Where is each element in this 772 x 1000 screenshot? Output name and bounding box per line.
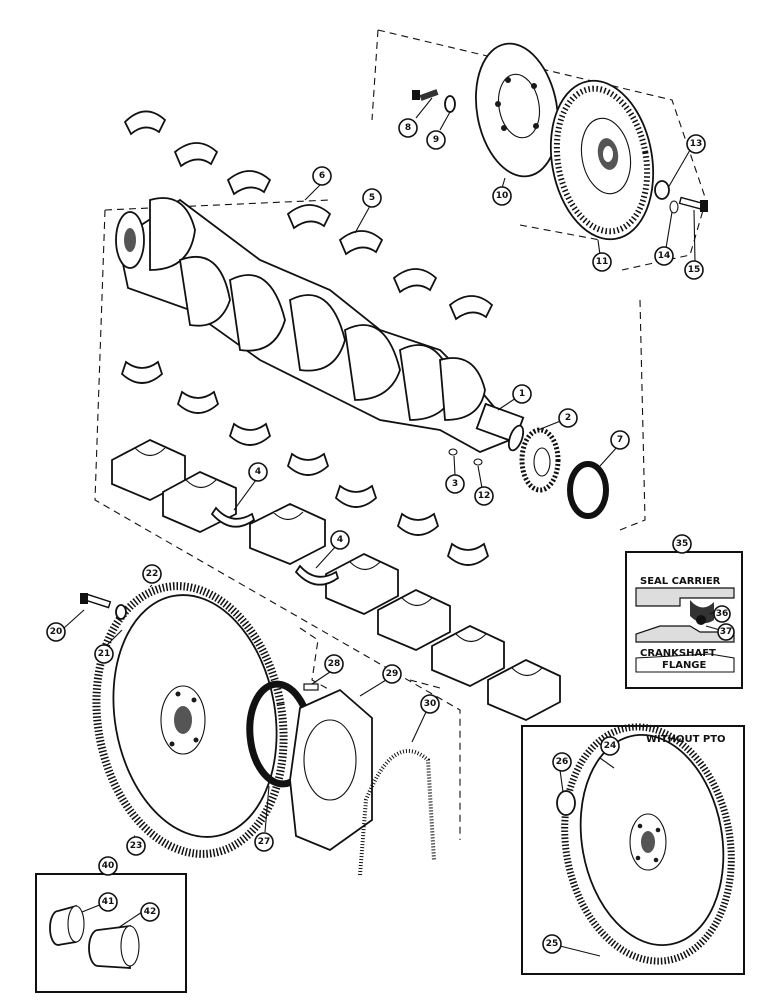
thrust-washers: [210, 506, 340, 586]
svg-text:8: 8: [405, 123, 411, 133]
damper-bolt: [678, 196, 708, 212]
svg-text:21: 21: [98, 649, 111, 659]
callout-13: 13: [686, 134, 706, 154]
svg-text:6: 6: [319, 171, 325, 181]
callout-3: 3: [445, 474, 465, 494]
svg-text:15: 15: [688, 265, 701, 275]
svg-text:41: 41: [102, 897, 115, 907]
vibration-damper: [549, 79, 655, 241]
callout-4b: 4: [330, 530, 350, 550]
crankshaft: [115, 197, 525, 453]
pulley-washer: [444, 95, 456, 113]
gear-key: [448, 448, 458, 456]
svg-text:5: 5: [369, 193, 375, 203]
pilot-bearing-inset: [35, 873, 187, 993]
seal-carrier-gasket: [358, 749, 436, 876]
svg-text:29: 29: [386, 669, 399, 679]
main-bearing-caps: [111, 438, 561, 721]
svg-text:2: 2: [565, 413, 571, 423]
svg-text:28: 28: [328, 659, 341, 669]
callout-28: 28: [324, 654, 344, 674]
svg-text:3: 3: [452, 479, 458, 489]
svg-text:37: 37: [720, 627, 733, 637]
flywheel-washer: [115, 604, 127, 620]
svg-text:4: 4: [255, 467, 261, 477]
svg-text:20: 20: [50, 627, 63, 637]
svg-text:12: 12: [478, 491, 491, 501]
callout-26: 26: [552, 752, 572, 772]
callout-37: 37: [717, 623, 735, 641]
svg-text:22: 22: [146, 569, 159, 579]
svg-text:36: 36: [716, 609, 729, 619]
callout-21: 21: [94, 644, 114, 664]
callout-14: 14: [654, 246, 674, 266]
svg-text:24: 24: [604, 741, 617, 751]
callout-4a: 4: [248, 462, 268, 482]
svg-text:35: 35: [676, 539, 689, 549]
crankshaft-flange-label-1: CRANKSHAFT: [640, 648, 716, 659]
crankshaft-pulley: [475, 42, 559, 178]
upper-bearing-shells: [123, 110, 494, 321]
svg-text:13: 13: [690, 139, 703, 149]
svg-text:7: 7: [617, 435, 623, 445]
svg-text:40: 40: [102, 861, 115, 871]
svg-text:27: 27: [258, 837, 271, 847]
pilot-bushing: [556, 790, 576, 816]
callout-42: 42: [140, 902, 160, 922]
pulley-bolt: [412, 89, 439, 101]
callout-27: 27: [254, 832, 274, 852]
callout-25: 25: [542, 934, 562, 954]
flywheel: [92, 582, 288, 858]
callout-6: 6: [312, 166, 332, 186]
svg-text:42: 42: [144, 907, 157, 917]
svg-text:1: 1: [519, 389, 525, 399]
svg-text:14: 14: [658, 251, 671, 261]
svg-text:10: 10: [496, 191, 509, 201]
callout-30: 30: [420, 694, 440, 714]
damper-lockwasher: [669, 200, 679, 214]
svg-text:25: 25: [546, 939, 559, 949]
pilot-bearing: [88, 924, 140, 969]
callout-20: 20: [46, 622, 66, 642]
without-pto-label: WITHOUT PTO: [646, 734, 726, 745]
callout-35: 35: [672, 534, 692, 554]
callout-40: 40: [98, 856, 118, 876]
svg-text:9: 9: [433, 135, 439, 145]
crankshaft-gear: [519, 427, 561, 493]
callout-15: 15: [684, 260, 704, 280]
callout-9: 9: [426, 130, 446, 150]
leader-lines: [63, 97, 696, 837]
callout-1: 1: [512, 384, 532, 404]
callout-11: 11: [592, 252, 612, 272]
callout-5: 5: [362, 188, 382, 208]
flywheel-bolt: [80, 593, 112, 609]
seal-carrier-label: SEAL CARRIER: [640, 576, 721, 587]
callout-8: 8: [398, 118, 418, 138]
crankshaft-flange-label-2: FLANGE: [662, 660, 707, 671]
callout-41: 41: [98, 892, 118, 912]
callout-22: 22: [142, 564, 162, 584]
front-seal: [567, 461, 609, 519]
dowel-pin: [303, 683, 319, 691]
callout-10: 10: [492, 186, 512, 206]
callout-24: 24: [600, 736, 620, 756]
rear-seal-carrier: [289, 688, 373, 852]
damper-washer: [654, 180, 670, 200]
callout-29: 29: [382, 664, 402, 684]
callout-12: 12: [474, 486, 494, 506]
callout-7: 7: [610, 430, 630, 450]
svg-text:23: 23: [130, 841, 143, 851]
pulley-key: [473, 458, 483, 466]
svg-text:11: 11: [596, 257, 609, 267]
callout-36: 36: [713, 605, 731, 623]
pilot-bearing-sleeve: [49, 904, 85, 946]
svg-text:30: 30: [424, 699, 437, 709]
svg-text:4: 4: [337, 535, 343, 545]
svg-text:26: 26: [556, 757, 569, 767]
crankshaft-group-boundary: [94, 209, 646, 840]
lower-bearing-shells: [120, 360, 490, 566]
callout-2: 2: [558, 408, 578, 428]
callout-23: 23: [126, 836, 146, 856]
